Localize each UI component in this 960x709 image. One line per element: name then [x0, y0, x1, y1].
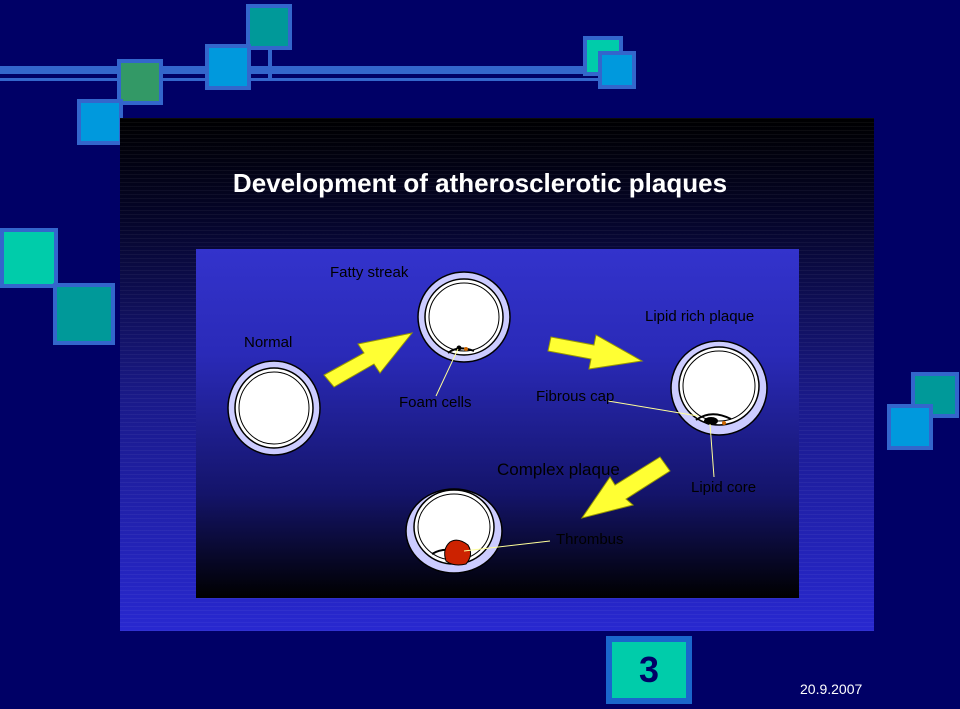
arrow-lipid-to-complex: [580, 456, 671, 519]
fatty-streak-artery: [417, 271, 511, 363]
label-lipid-rich-plaque: Lipid rich plaque: [645, 308, 755, 325]
decor-line-top-thin: [0, 78, 600, 81]
lipid-rich-plaque-artery: [670, 340, 768, 436]
decor-square: [77, 99, 123, 145]
leader-foam-cells: [435, 348, 459, 397]
decor-square: [117, 59, 163, 105]
decor-line-top: [0, 66, 600, 74]
label-fibrous-cap: Fibrous cap: [536, 388, 615, 405]
slide-date: 20.9.2007: [800, 681, 863, 697]
arrow-normal-to-fatty: [323, 332, 414, 388]
normal-artery: [227, 360, 321, 456]
plaque-diagram: Normal Fatty streak Lipid rich plaque Fo…: [196, 249, 799, 598]
decor-line-vertical: [268, 20, 272, 80]
leader-lines: [435, 348, 715, 552]
leader-thrombus: [463, 540, 551, 552]
decor-square: [53, 283, 115, 345]
leader-fibrous-cap: [607, 400, 699, 417]
slide-title: Development of atherosclerotic plaques: [232, 168, 728, 198]
decor-square: [887, 404, 933, 450]
label-complex-plaque: Complex plaque: [497, 460, 620, 479]
label-thrombus: Thrombus: [556, 531, 624, 548]
decor-square: [0, 228, 58, 288]
label-fatty-streak: Fatty streak: [330, 264, 409, 281]
decor-square: [246, 4, 292, 50]
leader-lipid-core: [709, 423, 715, 478]
label-normal: Normal: [244, 334, 293, 351]
stage-arrows: [323, 332, 671, 519]
complex-plaque-artery: [405, 488, 503, 574]
label-foam-cells: Foam cells: [399, 394, 472, 411]
arrow-fatty-to-lipid: [547, 334, 644, 370]
decor-square: [598, 51, 636, 89]
diagram-graphics: [227, 271, 768, 574]
slide-number: 3: [606, 636, 692, 704]
decor-square: [205, 44, 251, 90]
label-lipid-core: Lipid core: [691, 479, 757, 496]
